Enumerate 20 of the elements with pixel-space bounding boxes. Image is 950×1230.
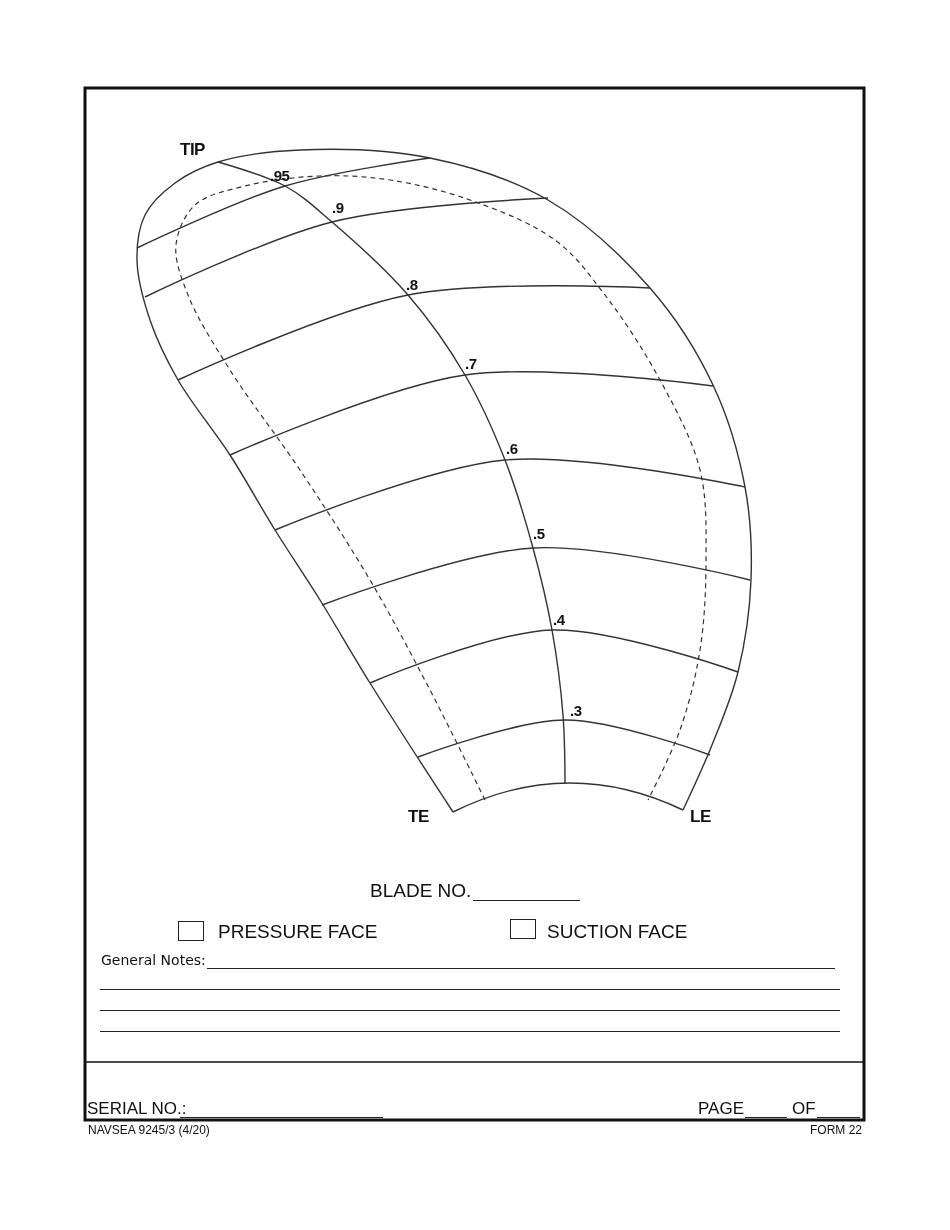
checkbox-label: PRESSURE FACE: [218, 921, 378, 943]
tip-label: TIP: [180, 140, 205, 160]
radius-label: .5: [533, 525, 545, 543]
field-label: BLADE NO.: [370, 880, 472, 902]
form-number: FORM 22: [810, 1124, 862, 1138]
field-label: PAGE: [698, 1099, 744, 1119]
radius-label: .4: [553, 611, 565, 629]
radius-label: .3: [570, 702, 582, 720]
radius-label: .95: [270, 167, 290, 185]
radius-label: .7: [465, 355, 477, 373]
trailing-edge-label: TE: [408, 807, 429, 827]
radius-label: .8: [406, 276, 418, 294]
radius-label: .9: [332, 199, 344, 217]
form-number: NAVSEA 9245/3 (4/20): [88, 1124, 210, 1138]
checkbox-label: SUCTION FACE: [547, 921, 688, 943]
field-label: General Notes:: [101, 952, 206, 969]
field-label: OF: [792, 1099, 816, 1119]
field-label: SERIAL NO.:: [87, 1099, 187, 1119]
leading-edge-label: LE: [690, 807, 711, 827]
radius-label: .6: [506, 440, 518, 458]
